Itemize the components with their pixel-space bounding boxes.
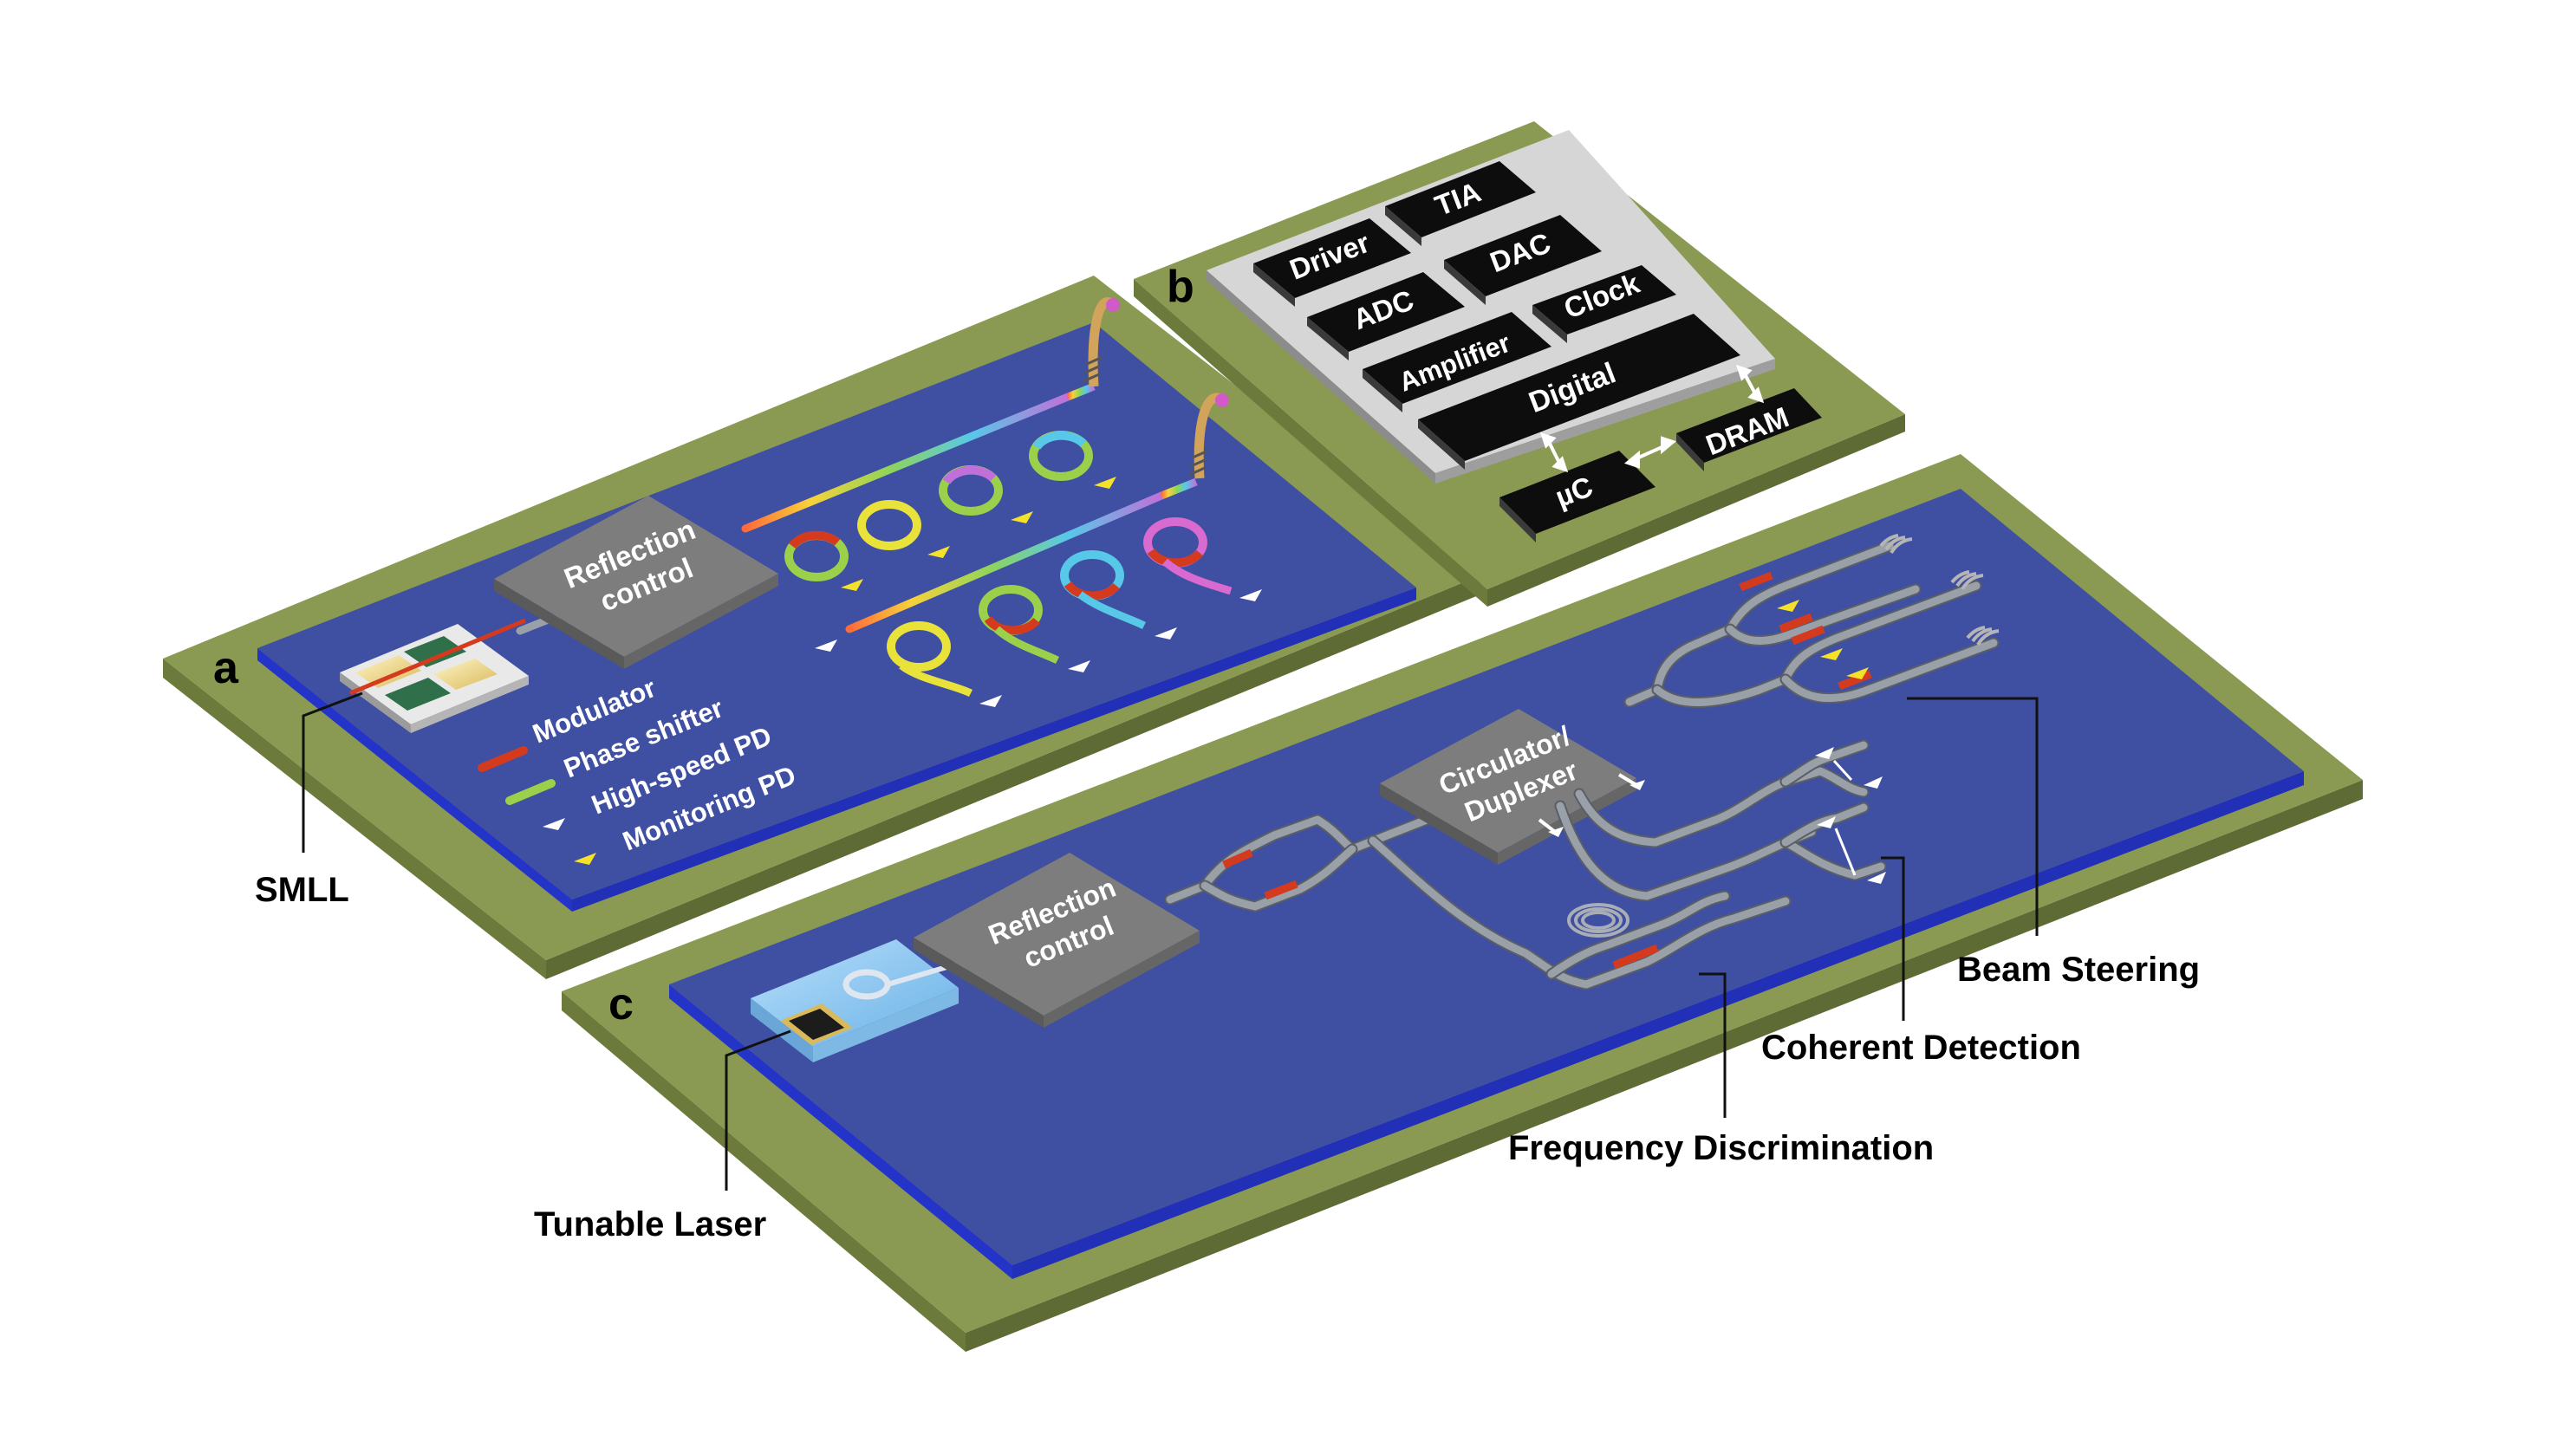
- smll-callout: SMLL: [255, 871, 349, 909]
- frequency-discrimination-leader-line: [1699, 972, 1727, 1118]
- panel-a-letter: a: [213, 643, 239, 693]
- bus-arrow-icon: [1539, 364, 1765, 473]
- panel-c-mzi: [1164, 814, 1384, 912]
- coherent-detection-network: [1538, 739, 1887, 902]
- ring-resonator: [887, 621, 973, 698]
- grating-coupler-icon: [1879, 534, 2000, 646]
- tunable-laser-callout: Tunable Laser: [534, 1205, 766, 1243]
- ring-resonator: [784, 530, 849, 581]
- panel-a-board-side-right: [546, 575, 1480, 979]
- ring-resonator: [1143, 517, 1233, 595]
- monitoring-pd-legend-icon: [574, 853, 596, 865]
- high-speed-pd-legend-icon: [543, 818, 565, 830]
- modulator-icon: [1779, 613, 1813, 633]
- coherent-detection-leader-line: [1881, 856, 1905, 1021]
- fiber-coupler-icon: [1083, 297, 1120, 387]
- frequency-discrimination-callout: Frequency Discrimination: [1508, 1129, 1934, 1167]
- beam-steering-callout: Beam Steering: [1957, 951, 2200, 989]
- phase-shifter-icon: [1612, 944, 1659, 970]
- monitoring-pd-icon: [1846, 667, 1869, 679]
- beam-steering-leader-line: [1907, 697, 2039, 936]
- high-speed-pd-icon: [815, 589, 1262, 707]
- uc-chip: µC: [1499, 451, 1656, 542]
- modulator-icon: [478, 746, 528, 772]
- delay-spiral-icon: [1567, 903, 1630, 938]
- panel-b: Driver TIA ADC DAC Amplifier Clock: [1134, 121, 1905, 607]
- smll-chip: [340, 618, 529, 733]
- panel-a-wafer: [257, 322, 1416, 899]
- modulator-icon: [1739, 571, 1773, 592]
- beam-steering-network: [1623, 534, 2000, 708]
- ring-resonator: [939, 465, 1003, 516]
- panel-c: Reflection control Circulator/ Duplexer: [534, 454, 2363, 1352]
- smll-leader-line: [302, 692, 363, 853]
- ring-resonator: [1029, 431, 1093, 481]
- ring-resonator: [857, 500, 921, 550]
- modulator-icon: [1791, 625, 1825, 646]
- panel-a-board-side: [163, 659, 546, 979]
- high-speed-pd-icon: [1815, 747, 1886, 884]
- monitoring-pd-icon: [841, 477, 1116, 591]
- amplifier-chip: Amplifier: [1363, 312, 1551, 412]
- tunable-laser-leader-line: [725, 1029, 791, 1191]
- fiber-coupler-icon: [1188, 393, 1229, 479]
- panel-a-upper-bus: [741, 393, 1072, 533]
- ring-resonator: [979, 585, 1060, 665]
- coherent-detection-callout: Coherent Detection: [1761, 1029, 2081, 1067]
- panel-a-lower-bus: [845, 491, 1166, 633]
- phase-shifter-icon: [505, 779, 556, 805]
- modulator-icon: [1838, 670, 1872, 691]
- modulator-icon: [1264, 880, 1298, 900]
- modulator-icon: [1222, 848, 1253, 869]
- tunable-laser: [751, 939, 959, 1062]
- panel-c-letter: c: [608, 979, 634, 1029]
- panel-a: Reflection control: [163, 276, 1480, 979]
- panel-b-letter: b: [1167, 262, 1194, 312]
- monitoring-pd-icon: [1820, 648, 1843, 660]
- panel-a-wafer-edge-right: [572, 588, 1416, 912]
- panel-a-wafer-edge: [257, 648, 572, 912]
- frequency-discrimination-network: [1367, 834, 1792, 990]
- monitoring-pd-icon: [1777, 600, 1799, 612]
- ring-resonator: [1060, 550, 1147, 630]
